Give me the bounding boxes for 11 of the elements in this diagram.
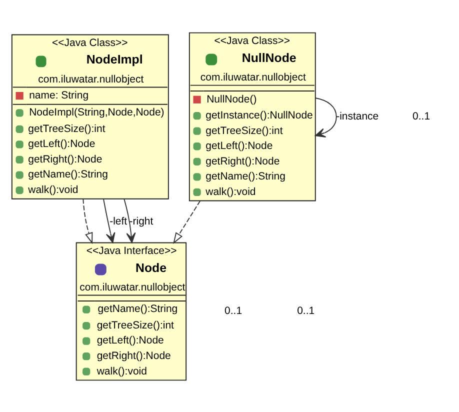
- arrow: [103, 198, 116, 243]
- label: 0..1: [412, 110, 430, 122]
- edge-label: -right: [129, 216, 154, 227]
- arrow: [173, 200, 201, 244]
- label: 0..1: [297, 306, 315, 317]
- label: 0..1: [224, 306, 242, 317]
- edge-label: -instance: [336, 110, 379, 122]
- arrow: [124, 198, 136, 243]
- arrow: [314, 97, 337, 137]
- arrow: [82, 198, 93, 244]
- edge-label: -left: [110, 216, 128, 227]
